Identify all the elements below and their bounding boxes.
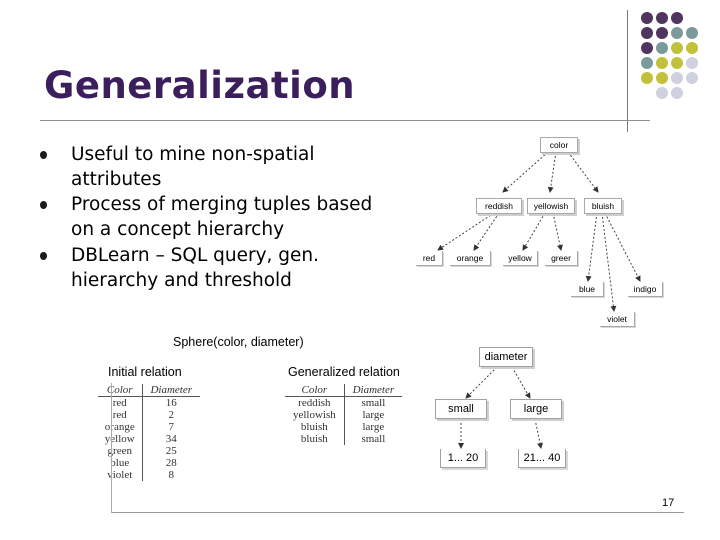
generalized-relation-caption: Generalized relation xyxy=(288,365,400,379)
cell-color: yellow xyxy=(98,433,143,445)
decorative-dot xyxy=(686,42,698,54)
cell-color: red xyxy=(98,396,143,409)
hierarchy-node-bluish: bluish xyxy=(584,198,622,214)
decorative-dot xyxy=(671,12,683,24)
table-row: red 16 xyxy=(98,396,200,409)
decorative-dot xyxy=(641,27,653,39)
decorative-dot xyxy=(671,27,683,39)
diameter-leaf-large-range: 21... 40 xyxy=(518,449,566,468)
slide-title: Generalization xyxy=(44,64,356,107)
decorative-dot xyxy=(641,57,653,69)
page-number: 17 xyxy=(662,497,675,509)
hierarchy-leaf-greer: greer xyxy=(545,251,578,266)
decorative-dot xyxy=(686,72,698,84)
table-row: yellow 34 xyxy=(98,433,200,445)
title-underline xyxy=(40,120,650,121)
generalized-relation-table: Color Diameter reddish small yellowish larg… xyxy=(285,384,402,445)
cell-diameter: 7 xyxy=(168,421,175,433)
cell-diameter: 2 xyxy=(168,409,175,421)
decorative-dot xyxy=(656,42,668,54)
cell-color: violet xyxy=(98,469,143,481)
cell-diameter: large xyxy=(362,421,385,433)
column-header-diameter: Diameter xyxy=(142,384,200,397)
decorative-dot xyxy=(686,27,698,39)
cell-color: red xyxy=(98,409,143,421)
cell-color: green xyxy=(98,445,143,457)
bottom-divider xyxy=(112,512,684,513)
cell-diameter: 8 xyxy=(168,469,175,481)
cell-diameter: 28 xyxy=(165,457,177,469)
cell-color: bluish xyxy=(285,433,345,445)
hierarchy-leaf-violet: violet xyxy=(600,312,635,327)
decorative-dot xyxy=(656,57,668,69)
hierarchy-leaf-yellow: yellow xyxy=(503,251,538,266)
bullet-icon xyxy=(40,201,47,209)
cell-diameter: 34 xyxy=(165,433,177,445)
decorative-dot xyxy=(641,42,653,54)
cell-color: blue xyxy=(98,457,143,469)
table-row: blue 28 xyxy=(98,457,200,469)
initial-relation-caption: Initial relation xyxy=(108,365,182,379)
table-row: green 25 xyxy=(98,445,200,457)
table-row: bluish small xyxy=(285,433,402,445)
column-header-diameter: Diameter xyxy=(344,384,402,397)
bullet-icon xyxy=(40,252,47,260)
cell-color: reddish xyxy=(285,396,345,409)
hierarchy-node-reddish: reddish xyxy=(476,198,522,214)
hierarchy-leaf-red: red xyxy=(416,251,443,266)
cell-color: bluish xyxy=(285,421,345,433)
cell-diameter: 16 xyxy=(165,397,177,409)
decorative-dot xyxy=(671,72,683,84)
decorative-dot xyxy=(656,27,668,39)
cell-color: yellowish xyxy=(285,409,345,421)
table-header-row: Color Diameter xyxy=(285,384,402,397)
cell-color: orange xyxy=(98,421,143,433)
decorative-dot xyxy=(671,42,683,54)
table-row: reddish small xyxy=(285,396,402,409)
decorative-dot xyxy=(656,12,668,24)
bullet-text: Process of merging tuples based on a con… xyxy=(71,194,373,240)
cell-diameter: small xyxy=(361,433,386,445)
bullet-text: Useful to mine non-spatial attributes xyxy=(71,144,315,190)
diameter-leaf-small-range: 1... 20 xyxy=(440,449,486,468)
decorative-dot xyxy=(656,72,668,84)
table-header-row: Color Diameter xyxy=(98,384,200,397)
column-header-color: Color xyxy=(285,384,345,397)
column-header-color: Color xyxy=(98,384,143,397)
decorative-dot xyxy=(671,57,683,69)
cell-diameter: 25 xyxy=(165,445,177,457)
bullet-icon xyxy=(40,151,47,159)
decorative-dot xyxy=(671,87,683,99)
bottom-left-divider xyxy=(111,383,112,513)
table-row: red 2 xyxy=(98,409,200,421)
hierarchy-node-yellowish: yellowish xyxy=(527,198,575,214)
table-row: violet 8 xyxy=(98,469,200,481)
cell-diameter: small xyxy=(361,397,386,409)
hierarchy-leaf-blue: blue xyxy=(571,282,604,297)
table-row: orange 7 xyxy=(98,421,200,433)
decorative-dot xyxy=(656,87,668,99)
vertical-divider xyxy=(627,10,628,132)
hierarchy-node-color: color xyxy=(540,137,578,153)
hierarchy-leaf-orange: orange xyxy=(450,251,491,266)
table-row: yellowish large xyxy=(285,409,402,421)
diameter-node-root: diameter xyxy=(479,347,533,367)
hierarchy-leaf-indigo: indigo xyxy=(628,282,663,297)
diameter-node-large: large xyxy=(510,399,562,419)
bullet-text: DBLearn – SQL query, gen. hierarchy and … xyxy=(71,245,320,291)
schema-label: Sphere(color, diameter) xyxy=(173,335,304,349)
decorative-dot xyxy=(686,57,698,69)
decorative-dot xyxy=(641,72,653,84)
decorative-dot xyxy=(641,12,653,24)
cell-diameter: large xyxy=(362,409,385,421)
table-row: bluish large xyxy=(285,421,402,433)
diameter-node-small: small xyxy=(435,399,487,419)
